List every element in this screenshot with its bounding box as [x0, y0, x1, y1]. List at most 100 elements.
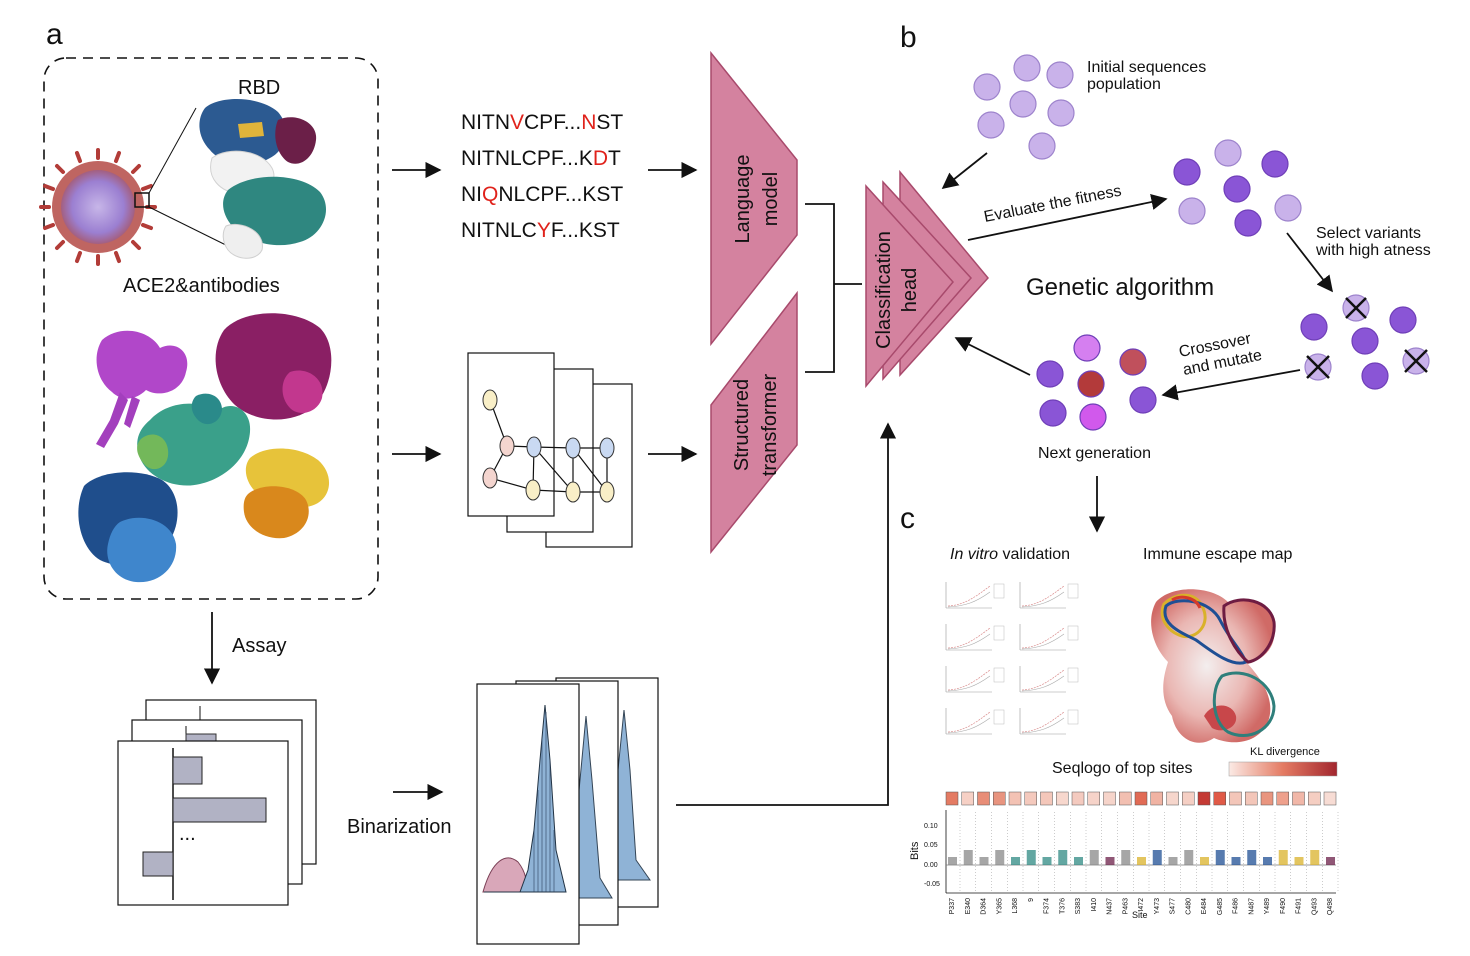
structured-transformer-block — [710, 290, 798, 555]
binarization-label: Binarization — [347, 816, 452, 838]
in-vitro-rest: validation — [998, 546, 1070, 563]
sequence-segment: F...KST — [551, 219, 620, 242]
bits-axis-label: Bits — [909, 841, 921, 860]
kl-box — [961, 791, 974, 806]
sequence-segment: NITN — [461, 111, 510, 134]
assay-bar — [172, 756, 203, 785]
validation-mini-plot — [1019, 666, 1079, 693]
mutation-residue: Q — [482, 183, 498, 206]
immune-escape-surface — [1151, 589, 1276, 743]
validation-mini-plot — [1019, 624, 1079, 651]
kl-box — [1119, 791, 1132, 806]
kl-box — [1245, 791, 1258, 806]
logo-letter-stack — [1042, 857, 1052, 865]
sequence-segment: NITNLCPF...K — [461, 147, 593, 170]
mutation-residue: Y — [537, 219, 551, 242]
assay-label: Assay — [232, 635, 286, 657]
virus-illustration — [39, 107, 241, 266]
seqlogo-site-label: Y473 — [1154, 898, 1161, 914]
kl-box — [1024, 791, 1037, 806]
mutation-residue: N — [581, 111, 596, 134]
seqlogo-site-label: S383 — [1075, 898, 1082, 914]
logo-letter-stack — [1058, 850, 1068, 865]
panel-label-c: c — [900, 502, 915, 535]
kl-box — [1229, 791, 1242, 806]
kl-box — [1292, 791, 1305, 806]
panel-label-a: a — [46, 18, 63, 51]
binarized-histograms — [476, 677, 659, 945]
sequence-segment: NLCPF...KST — [498, 183, 623, 206]
initial-population-label: population — [1087, 76, 1161, 93]
seqlogo-ytick: 0.10 — [924, 823, 938, 830]
kl-box — [1087, 791, 1100, 806]
mutation-residue: V — [510, 111, 524, 134]
kl-box — [1071, 791, 1085, 806]
logo-letter-stack — [1105, 857, 1115, 865]
sequence-line: NITNLCPF...KDT — [461, 147, 621, 170]
in-vitro-italic: In vitro — [950, 546, 998, 563]
kl-box — [1182, 791, 1195, 806]
kl-box — [1166, 791, 1179, 806]
validation-mini-plot — [945, 666, 1005, 693]
logo-letter-stack — [1294, 857, 1304, 865]
seqlogo-site-label: D364 — [981, 898, 988, 915]
next-gen-to-classifier-arrow — [954, 337, 1031, 376]
kl-box — [1260, 791, 1274, 806]
mutation-residue: D — [593, 147, 608, 170]
seqlogo-title: Seqlogo of top sites — [1052, 760, 1193, 777]
assay-bar — [142, 851, 174, 877]
logo-letter-stack — [1152, 850, 1162, 865]
sequence-segment: ST — [596, 111, 623, 134]
classification-head-label: Classification — [873, 231, 895, 349]
logo-letter-stack — [1247, 850, 1257, 865]
site-axis-label: Site — [1132, 910, 1148, 920]
logo-letter-stack — [1215, 850, 1225, 865]
kl-divergence-label: KL divergence — [1250, 746, 1320, 758]
sequence-segment: T — [608, 147, 621, 170]
sequence-line: NIQNLCPF...KST — [461, 183, 623, 206]
seqlogo-ytick: 0.05 — [924, 842, 938, 849]
seqlogo-site-label: I472 — [1138, 898, 1145, 912]
logo-letter-stack — [1263, 857, 1272, 865]
logo-letter-stack — [1089, 850, 1099, 865]
seqlogo-site-label: G485 — [1217, 898, 1224, 915]
kl-colorbar — [1228, 761, 1338, 777]
kl-box — [1213, 791, 1226, 806]
seqlogo-site-label: P337 — [949, 898, 956, 914]
kl-box — [1056, 791, 1069, 806]
select-label: Select variants — [1316, 225, 1421, 242]
validation-mini-plot — [1019, 708, 1079, 735]
logo-letter-stack — [963, 850, 973, 865]
rbd-label: RBD — [238, 77, 280, 99]
validation-plot-grid — [945, 582, 1079, 735]
validation-mini-plot — [945, 708, 1005, 735]
structured-transformer-label: transformer — [759, 374, 781, 477]
logo-letter-stack — [995, 850, 1005, 865]
logo-letter-stack — [1026, 850, 1036, 865]
initial-population-circles — [973, 54, 1075, 160]
kl-box — [1103, 791, 1116, 806]
sequence-line: NITNLCYF...KST — [461, 219, 620, 242]
logo-letter-stack — [1121, 850, 1131, 865]
in-vitro-title: In vitro validation — [950, 546, 1070, 563]
logo-letter-stack — [1310, 850, 1320, 865]
seqlogo-site-label: S477 — [1170, 898, 1177, 914]
kl-box — [1150, 791, 1163, 806]
structured-transformer-label: Structured — [731, 379, 753, 471]
rbd-protein — [199, 99, 327, 259]
seqlogo-site-label: Q493 — [1311, 898, 1318, 915]
sequence-segment: NITNLC — [461, 219, 537, 242]
kl-box — [1276, 791, 1289, 806]
crossover-arrow — [1161, 369, 1301, 401]
seqlogo-site-label: Y489 — [1264, 898, 1271, 914]
seqlogo-site-label: F491 — [1296, 898, 1303, 914]
seqlogo-site-label: F490 — [1280, 898, 1287, 914]
logo-letter-stack — [1200, 857, 1209, 865]
logo-letter-stack — [948, 857, 957, 865]
next-generation-circles — [1036, 334, 1157, 431]
sequence-list: NITNVCPF...NST NITNLCPF...KDT NIQNLCPF..… — [461, 111, 623, 242]
histogram-to-classifier-arrow — [676, 422, 897, 806]
logo-letter-stack — [1137, 857, 1146, 865]
kl-box — [1197, 791, 1211, 806]
kl-box — [993, 791, 1006, 806]
